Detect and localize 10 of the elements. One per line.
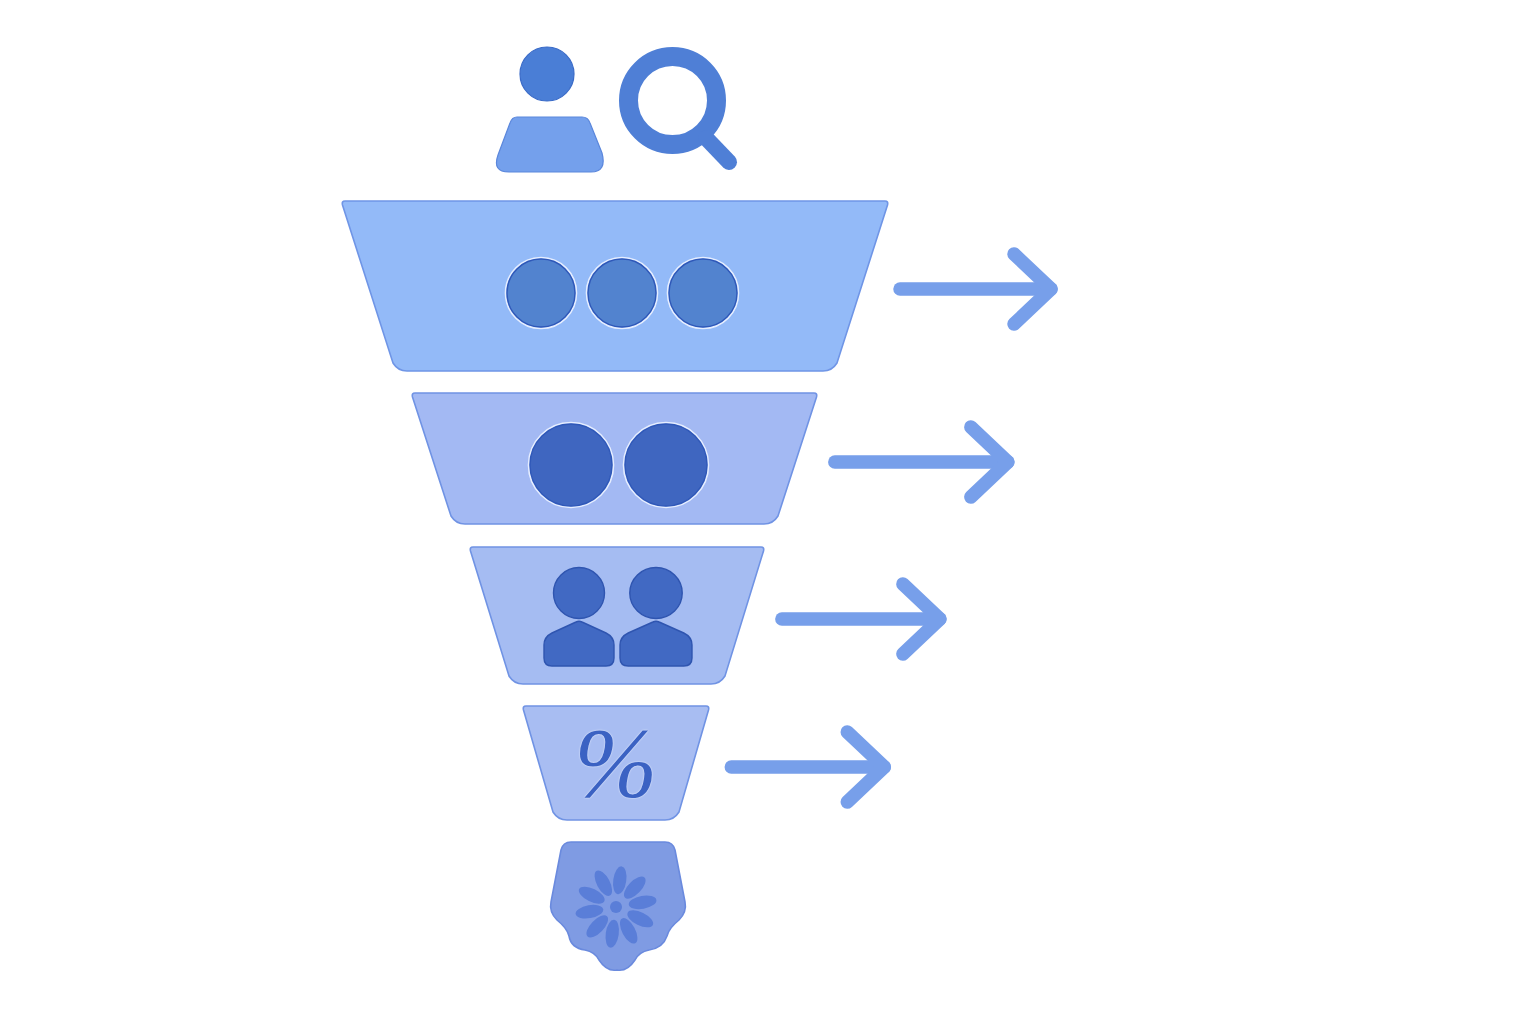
funnel-band <box>469 546 765 685</box>
arrow <box>724 725 892 809</box>
arrow <box>893 247 1058 331</box>
funnel-band <box>341 200 889 372</box>
funnel-tip <box>549 840 687 972</box>
arrow <box>828 420 1015 504</box>
percent-sign: % <box>574 723 658 803</box>
funnel-band <box>411 392 818 525</box>
arrow <box>775 577 947 661</box>
funnel-band <box>522 705 710 821</box>
